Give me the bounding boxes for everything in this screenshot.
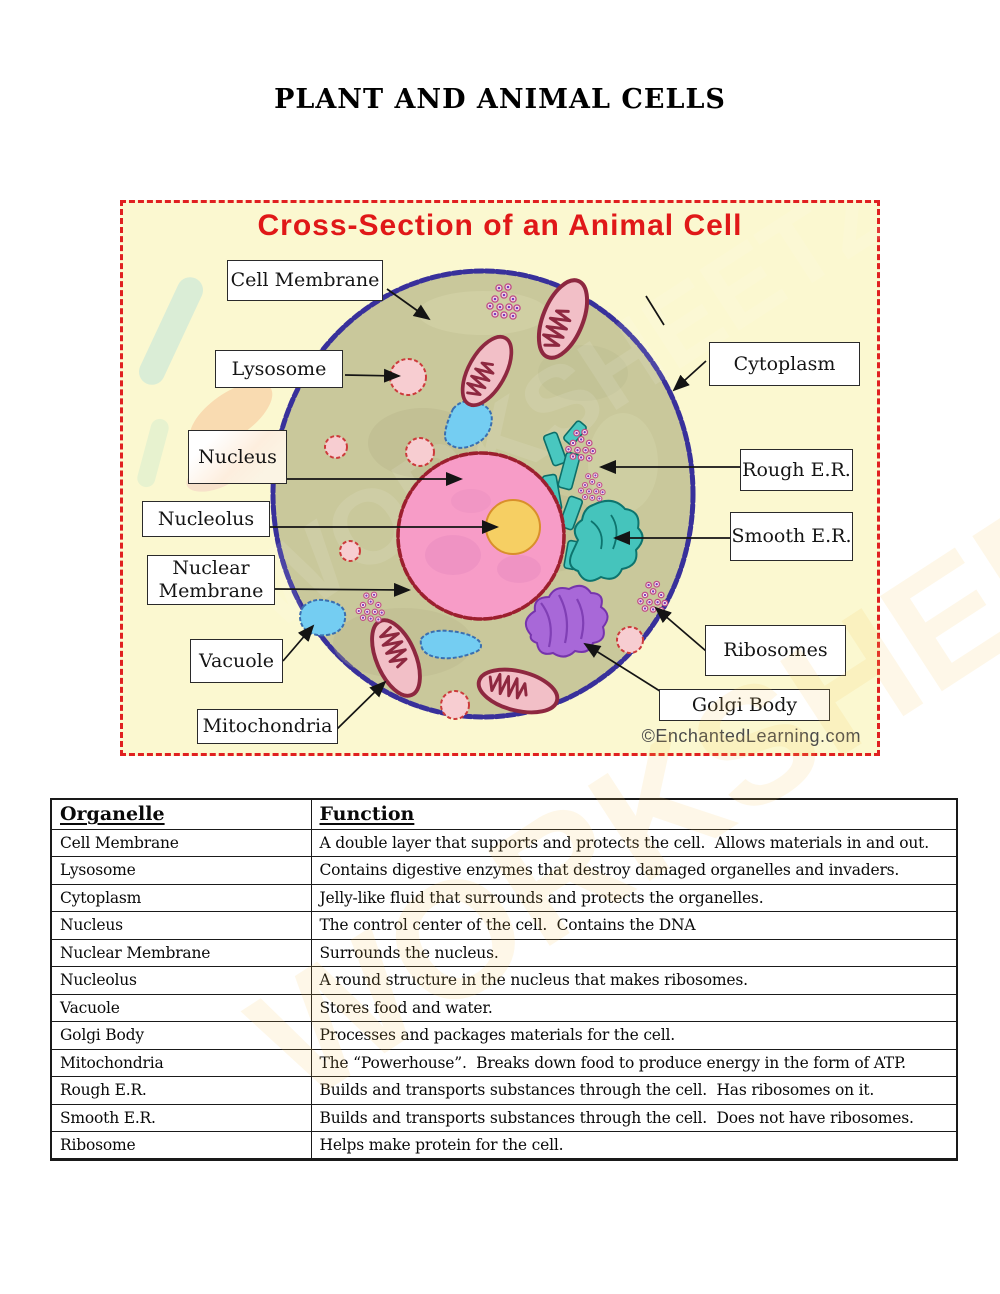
function-cell: Processes and packages materials for the… [310, 1021, 958, 1050]
function-cell: The “Powerhouse”. Breaks down food to pr… [310, 1048, 958, 1077]
diagram-label-cell-membrane: Cell Membrane [227, 260, 383, 301]
organelle-cell: Rough E.R. [50, 1076, 312, 1105]
page-title: PLANT AND ANIMAL CELLS [274, 84, 726, 115]
diagram-label-nuclear-membrane: Nuclear Membrane [147, 555, 275, 605]
table-row: Smooth E.R.Builds and transports substan… [50, 1103, 958, 1132]
diagram-label-golgi-body: Golgi Body [659, 689, 830, 721]
function-header: Function [310, 798, 958, 830]
diagram-label-vacuole: Vacuole [190, 639, 283, 683]
diagram-label-nucleus: Nucleus [188, 430, 287, 484]
organelle-cell: Golgi Body [50, 1021, 312, 1050]
endoplasmic-reticulum-shape [531, 420, 644, 582]
function-cell: Builds and transports substances through… [310, 1076, 958, 1105]
diagram-label-cytoplasm: Cytoplasm [709, 342, 860, 386]
function-cell: A round structure in the nucleus that ma… [310, 966, 958, 995]
diagram-label-nucleolus: Nucleolus [142, 501, 270, 537]
organelle-cell: Nucleolus [50, 966, 312, 995]
nucleus-shape [396, 451, 566, 621]
vacuole-shapes [299, 400, 493, 660]
diagram-label-ribosomes: Ribosomes [705, 625, 846, 676]
organelle-cell: Lysosome [50, 856, 312, 885]
function-cell: Helps make protein for the cell. [310, 1131, 958, 1160]
diagram-label-rough-er: Rough E.R. [740, 449, 853, 491]
cell-diagram-art: WORKSHEETZONE [137, 203, 883, 732]
organelle-cell: Mitochondria [50, 1048, 312, 1077]
function-cell: Stores food and water. [310, 993, 958, 1022]
organelle-header: Organelle [50, 798, 312, 830]
diagram-title: Cross-Section of an Animal Cell [257, 209, 743, 242]
organelle-cell: Smooth E.R. [50, 1103, 312, 1132]
organelle-cell: Nuclear Membrane [50, 938, 312, 967]
smooth-er-shape [569, 499, 644, 582]
table-header-row: Organelle Function [50, 798, 958, 830]
organelle-cell: Ribosome [50, 1131, 312, 1160]
function-cell: Surrounds the nucleus. [310, 938, 958, 967]
cell-diagram: WORKSHEETZONE [120, 200, 883, 756]
organelle-cell: Vacuole [50, 993, 312, 1022]
organelle-cell: Cytoplasm [50, 883, 312, 912]
lysosome-shapes [324, 358, 644, 720]
diagram-label-smooth-er: Smooth E.R. [730, 512, 853, 561]
golgi-body-shape [524, 584, 609, 658]
diagram-label-mitochondria: Mitochondria [197, 709, 338, 744]
diagram-label-lysosome: Lysosome [215, 350, 343, 388]
function-cell: Jelly-like fluid that surrounds and prot… [310, 883, 958, 912]
function-cell: Builds and transports substances through… [310, 1103, 958, 1132]
organelle-cell: Cell Membrane [50, 828, 312, 857]
copyright: ©EnchantedLearning.com [641, 726, 861, 746]
function-cell: The control center of the cell. Contains… [310, 911, 958, 940]
pointer-arrows [270, 288, 741, 732]
table-row: Rough E.R.Builds and transports substanc… [50, 1076, 958, 1105]
function-cell: Contains digestive enzymes that destroy … [310, 856, 958, 885]
function-cell: A double layer that supports and protect… [310, 828, 958, 857]
organelle-cell: Nucleus [50, 911, 312, 940]
